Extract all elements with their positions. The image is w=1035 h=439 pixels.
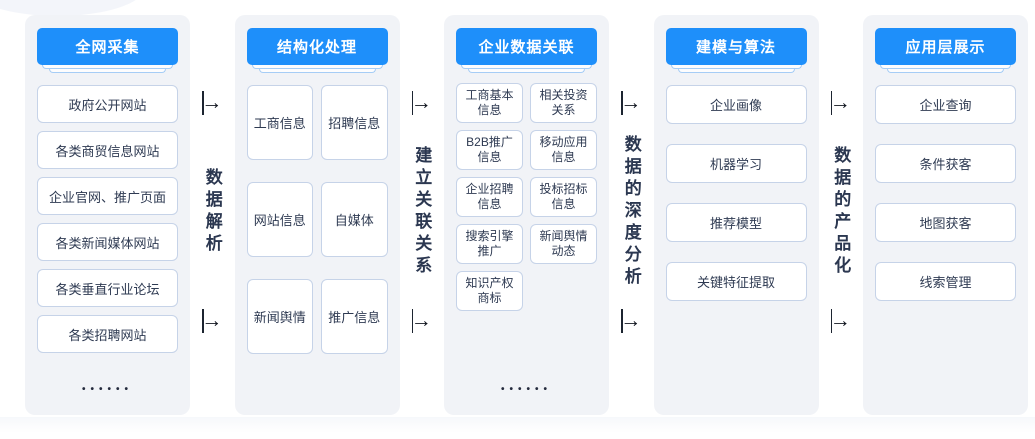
panel-modeling-algorithms: 建模与算法 企业画像 机器学习 推荐模型 关键特征提取 (653, 15, 819, 415)
arrow-head: → (201, 309, 223, 333)
item-box: 知识产权商标 (456, 271, 523, 311)
arrow-head: → (620, 309, 642, 333)
arrow-bar (411, 91, 414, 115)
arrow-right-icon: → (199, 309, 225, 333)
ellipsis-dots: •••••• (81, 384, 133, 395)
connector-label: 数据解析 (202, 168, 222, 256)
arrow-head: → (829, 309, 851, 333)
arrow-head: → (410, 309, 432, 333)
connector-label: 数据的深度分析 (621, 135, 641, 289)
item-box: 各类招聘网站 (37, 315, 178, 353)
item-box: 工商信息 (246, 85, 313, 160)
column-header: 全网采集 (37, 28, 178, 65)
item-list: 政府公开网站 各类商贸信息网站 企业官网、推广页面 各类新闻媒体网站 各类垂直行… (37, 85, 178, 353)
arrow-bar (411, 309, 414, 333)
stack-layer-decoration (258, 69, 376, 73)
stack-layer-decoration (677, 69, 795, 73)
stack-layer-decoration (251, 65, 383, 69)
item-box: 相关投资关系 (530, 83, 597, 123)
connector-label: 建立关联关系 (412, 146, 432, 278)
connector-data-parsing: → 数据解析 → (190, 15, 235, 415)
connector-label: 数据的产品化 (831, 146, 851, 278)
panel-application-layer: 应用层展示 企业查询 条件获客 地图获客 线索管理 (863, 15, 1028, 415)
ellipsis-dots: •••••• (500, 384, 552, 395)
corner-arc-decoration (0, 0, 145, 16)
item-box: 线索管理 (875, 262, 1016, 301)
item-box: 招聘信息 (321, 85, 388, 160)
arrow-right-icon: → (618, 309, 644, 333)
arrow-bar (621, 309, 623, 333)
item-box: 企业查询 (875, 85, 1016, 124)
arrow-right-icon: → (199, 91, 225, 115)
arrow-right-icon: → (828, 91, 854, 115)
item-box: 投标招标信息 (530, 177, 597, 217)
column-header: 应用层展示 (875, 28, 1016, 65)
stack-layer-decoration (49, 69, 166, 73)
arrow-right-icon: → (409, 91, 435, 115)
connector-deep-analysis: → 数据的深度分析 → (609, 15, 654, 415)
item-box: 各类垂直行业论坛 (37, 269, 178, 307)
item-box: 自媒体 (321, 182, 388, 257)
item-box: 企业官网、推广页面 (37, 177, 178, 215)
arrow-bar (202, 91, 204, 115)
item-box: 企业招聘信息 (456, 177, 523, 217)
arrow-head: → (410, 91, 432, 115)
arrow-right-icon: → (828, 309, 854, 333)
stack-layer-decoration (468, 69, 585, 73)
arrow-bar (202, 309, 204, 333)
item-box: 推广信息 (321, 279, 388, 354)
item-box: B2B推广信息 (456, 130, 523, 170)
arrow-right-icon: → (618, 91, 644, 115)
connector-productization: → 数据的产品化 → (819, 15, 864, 415)
diagram-columns: 全网采集 政府公开网站 各类商贸信息网站 企业官网、推广页面 各类新闻媒体网站 … (25, 15, 1028, 415)
item-box: 新闻舆情 (246, 279, 313, 354)
arrow-bar (830, 309, 833, 333)
column-header: 建模与算法 (665, 28, 807, 65)
item-box: 移动应用信息 (530, 130, 597, 170)
item-grid: 工商信息 招聘信息 网站信息 自媒体 新闻舆情 推广信息 (246, 85, 388, 354)
item-box: 推荐模型 (665, 203, 807, 242)
item-box: 条件获客 (875, 144, 1016, 183)
item-list: 企业画像 机器学习 推荐模型 关键特征提取 (665, 85, 807, 301)
arrow-head: → (201, 91, 223, 115)
panel-web-collection: 全网采集 政府公开网站 各类商贸信息网站 企业官网、推广页面 各类新闻媒体网站 … (25, 15, 190, 415)
item-box: 机器学习 (665, 144, 807, 183)
connector-build-relations: → 建立关联关系 → (400, 15, 445, 415)
item-box: 各类新闻媒体网站 (37, 223, 178, 261)
item-box: 搜索引擎推广 (456, 224, 523, 264)
bottom-shadow-band (0, 417, 1035, 433)
arrow-bar (830, 91, 833, 115)
item-box: 政府公开网站 (37, 85, 178, 123)
item-box: 工商基本信息 (456, 83, 523, 123)
item-box: 关键特征提取 (665, 262, 807, 301)
item-box: 新闻舆情动态 (530, 224, 597, 264)
arrow-bar (621, 91, 623, 115)
arrow-right-icon: → (409, 309, 435, 333)
item-grid: 工商基本信息 相关投资关系 B2B推广信息 移动应用信息 企业招聘信息 投标招标… (456, 83, 597, 311)
item-box: 网站信息 (246, 182, 313, 257)
item-box: 地图获客 (875, 203, 1016, 242)
arrow-head: → (829, 91, 851, 115)
column-header: 结构化处理 (246, 28, 388, 65)
arrow-head: → (620, 91, 642, 115)
stack-layer-decoration (670, 65, 802, 69)
column-header: 企业数据关联 (456, 28, 597, 65)
item-box: 企业画像 (665, 85, 807, 124)
stack-layer-decoration (887, 69, 1004, 73)
item-list: 企业查询 条件获客 地图获客 线索管理 (875, 85, 1016, 301)
panel-enterprise-data-linking: 企业数据关联 工商基本信息 相关投资关系 B2B推广信息 移动应用信息 企业招聘… (444, 15, 609, 415)
item-box: 各类商贸信息网站 (37, 131, 178, 169)
panel-structured-processing: 结构化处理 工商信息 招聘信息 网站信息 自媒体 新闻舆情 推广信息 (234, 15, 400, 415)
